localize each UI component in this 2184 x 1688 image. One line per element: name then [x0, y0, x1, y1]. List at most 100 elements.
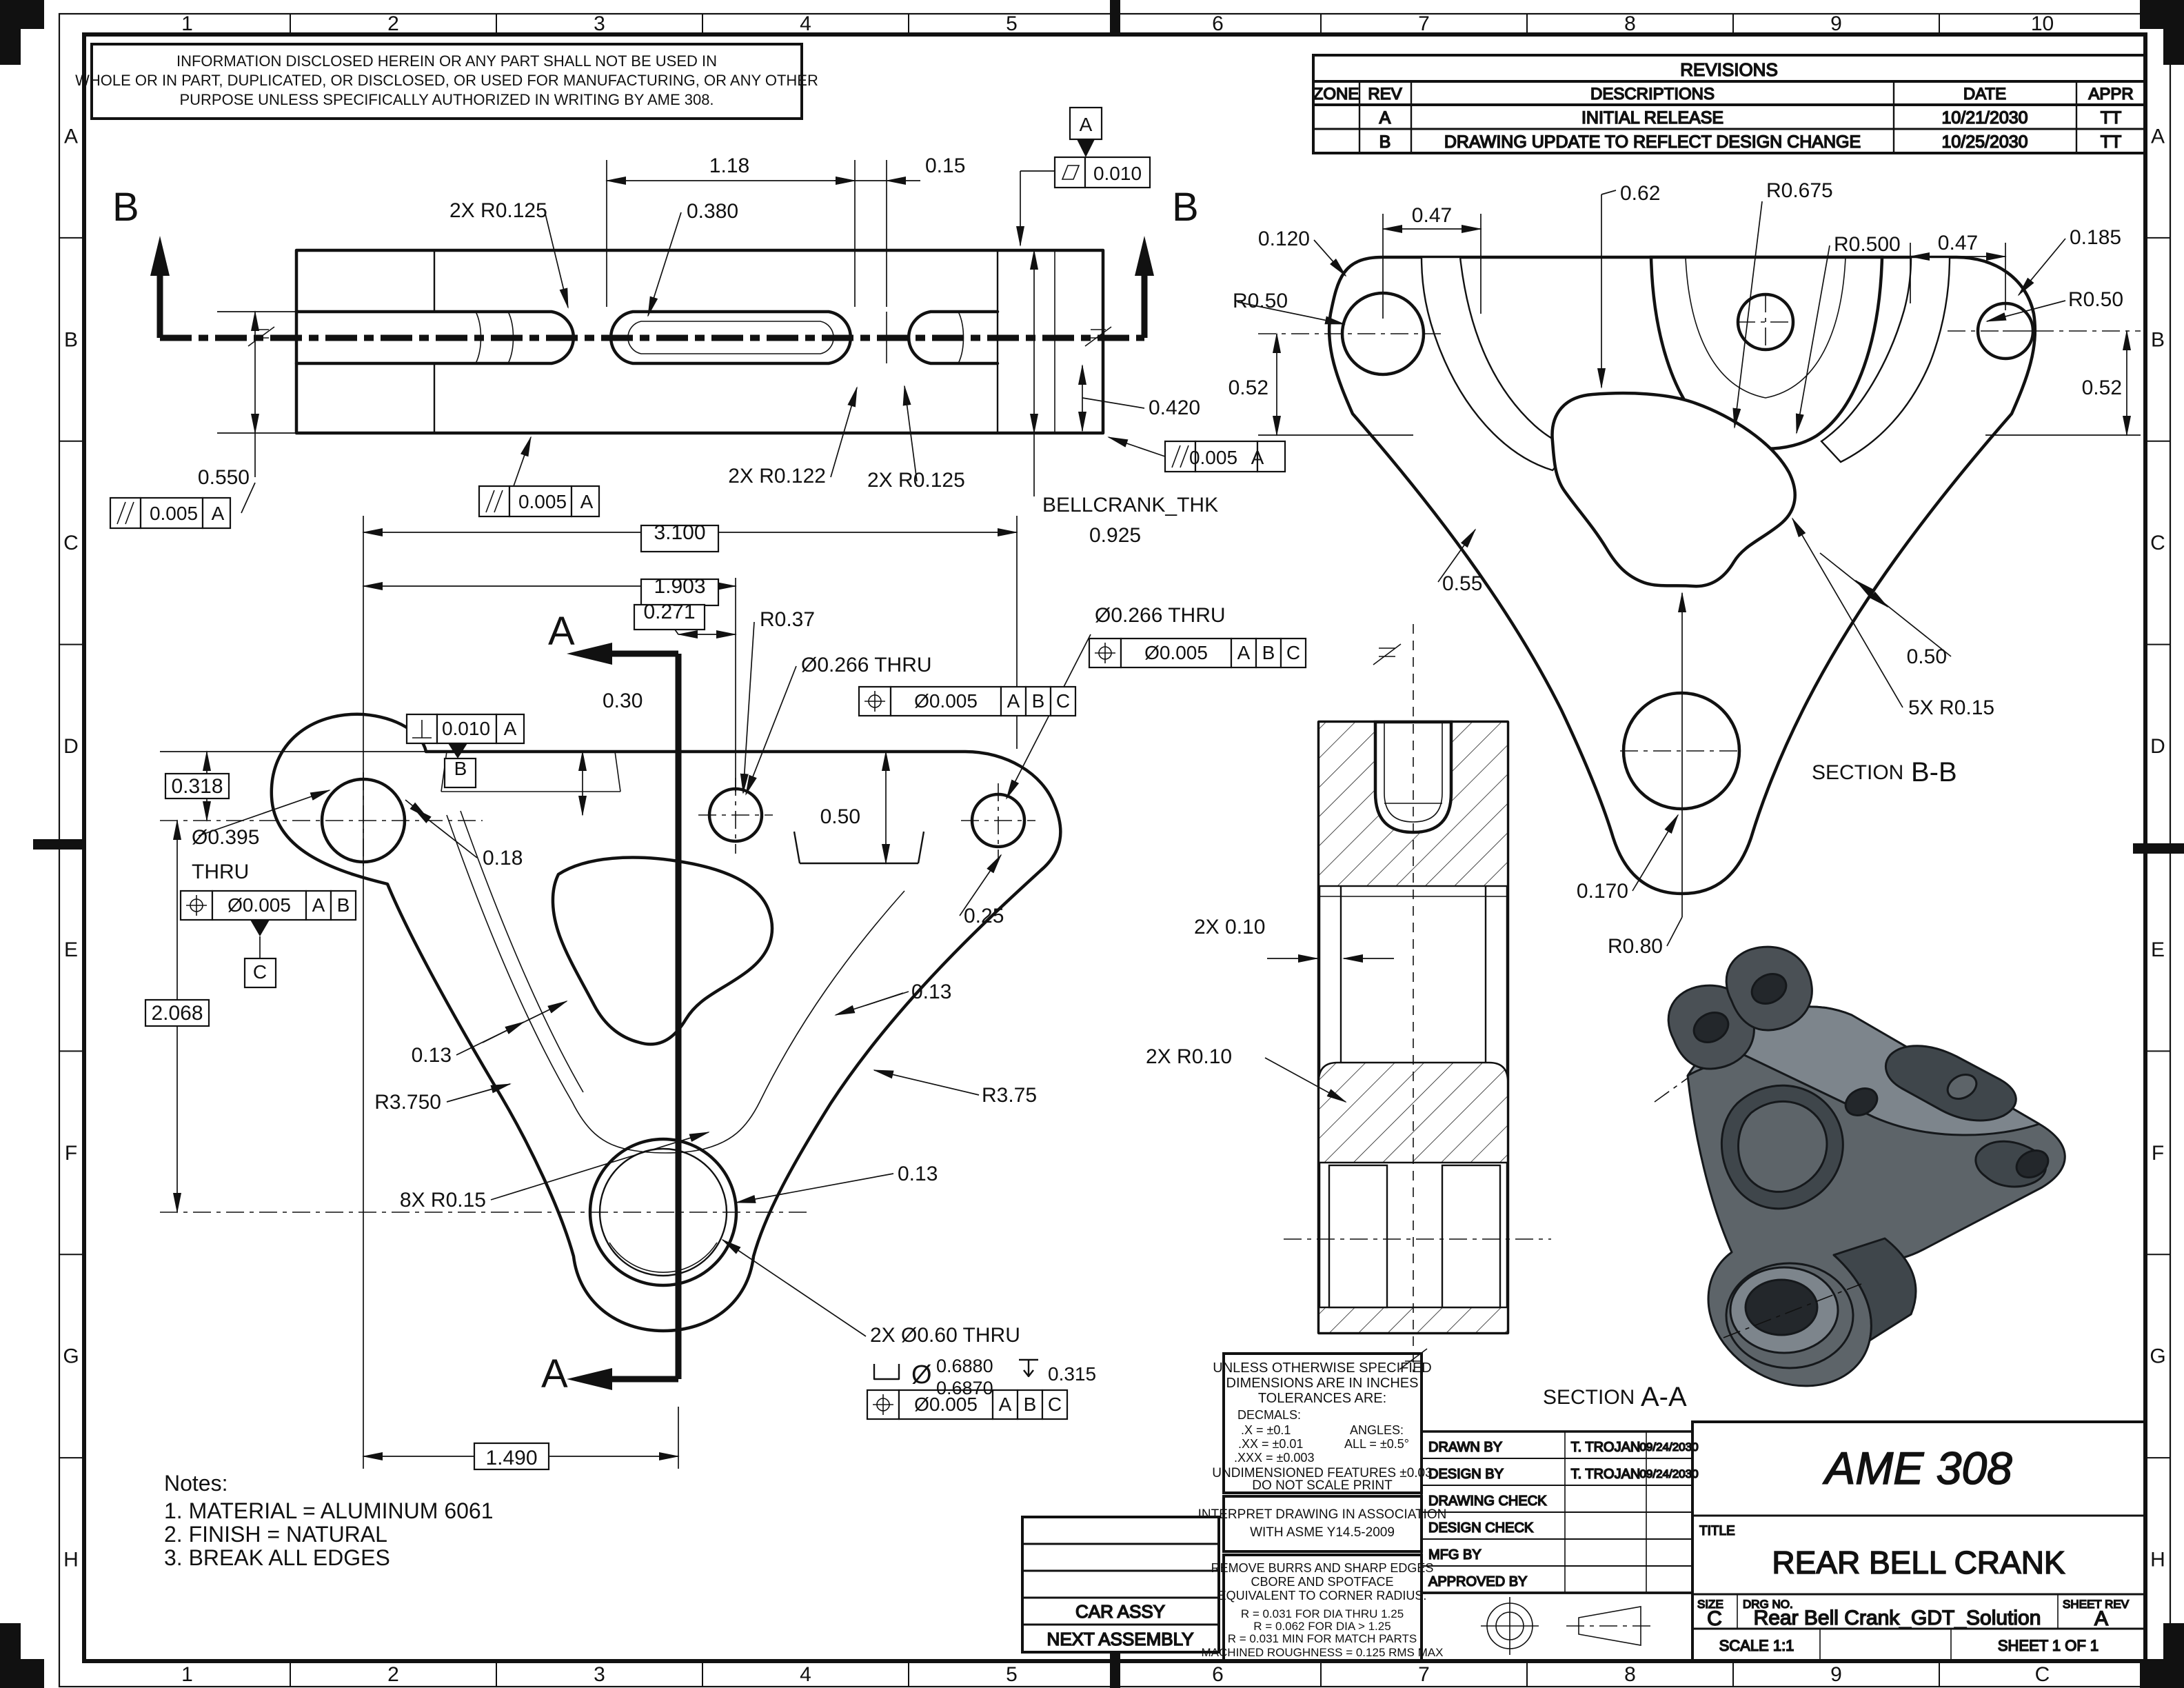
svg-text:A: A — [1379, 108, 1391, 128]
dim-label: 2X R0.125 — [867, 469, 965, 492]
perpendicularity-fcf — [405, 713, 525, 789]
dim-label: 0.315 — [1048, 1363, 1096, 1385]
dim-label: SECTION — [1543, 1386, 1635, 1409]
iso-view — [1654, 945, 2066, 1387]
dim-label: 0.47 — [1412, 204, 1452, 227]
dim-label: A — [504, 718, 517, 739]
dim-label: A — [1251, 447, 1264, 468]
projection-symbol — [1420, 1591, 1694, 1662]
zone-col-label: C — [2035, 1663, 2050, 1686]
dim-label: 8X R0.15 — [400, 1189, 486, 1212]
dim-label: R3.750 — [374, 1091, 441, 1114]
col-header: ZONE — [1313, 85, 1359, 103]
dim-label: 0.005 — [1189, 447, 1237, 468]
zone-row-label: F — [2152, 1142, 2164, 1165]
dim-label: B-B — [1911, 757, 1957, 787]
zone-row-label: G — [63, 1345, 79, 1368]
zone-col-label: 5 — [1006, 1663, 1018, 1686]
zone-row-label: B — [64, 328, 78, 351]
svg-text:R = 0.031 FOR DIA THRU 1.25: R = 0.031 FOR DIA THRU 1.25 — [1241, 1607, 1404, 1620]
dim-label: B — [112, 185, 139, 230]
svg-text:INITIAL RELEASE: INITIAL RELEASE — [1581, 108, 1723, 128]
zone-col-label: 7 — [1418, 1663, 1430, 1686]
approval-date: 09/24/2030 — [1639, 1467, 1698, 1480]
zone-row-label: G — [2150, 1345, 2165, 1368]
zone-col-label: 3 — [594, 12, 605, 35]
approval-label: APPROVED BY — [1428, 1574, 1527, 1589]
zone-row-label: H — [2150, 1549, 2165, 1571]
position-icon — [1095, 643, 1115, 663]
dim-label: Ø0.005 — [914, 1394, 978, 1415]
svg-text:ANGLES:: ANGLES: — [1350, 1423, 1404, 1437]
position-icon — [186, 895, 207, 916]
zone-col-label: 10 — [2031, 12, 2054, 35]
dim-label: R3.75 — [982, 1084, 1037, 1107]
dim-label: 0.62 — [1620, 182, 1660, 205]
svg-text:NEXT ASSEMBLY: NEXT ASSEMBLY — [1047, 1629, 1194, 1649]
svg-text:A: A — [2094, 1607, 2108, 1630]
svg-text:DECMALS:: DECMALS: — [1237, 1408, 1301, 1422]
dim-label: 2X R0.125 — [449, 199, 547, 222]
zone-row-label: C — [2150, 532, 2165, 554]
svg-text:ALL = ±0.5°: ALL = ±0.5° — [1344, 1437, 1409, 1451]
svg-text:CBORE AND SPOTFACE: CBORE AND SPOTFACE — [1251, 1575, 1393, 1589]
dim-label: 0.925 — [1089, 524, 1141, 547]
top-view — [109, 106, 1286, 530]
svg-text:C: C — [1707, 1607, 1722, 1630]
dim-label: A — [541, 1352, 568, 1396]
perpendicularity-icon — [412, 720, 432, 738]
svg-text:SHEET 1 OF 1: SHEET 1 OF 1 — [1998, 1637, 2099, 1654]
section-bb-dimensions — [1237, 190, 2141, 947]
dim-label: C — [1286, 642, 1300, 663]
dim-label: 0.18 — [483, 847, 523, 870]
flatness-icon — [1061, 165, 1080, 180]
zone-row-label: D — [2150, 735, 2165, 758]
dim-label: B — [1262, 642, 1275, 663]
svg-text:2. FINISH = NATURAL: 2. FINISH = NATURAL — [164, 1522, 387, 1547]
dim-label: 1.18 — [709, 154, 749, 177]
dim-label: C — [1048, 1394, 1062, 1415]
tolerance-block: UNLESS OTHERWISE SPECIFIED DIMENSIONS AR… — [1212, 1352, 1433, 1494]
centerline-mark — [1373, 624, 1414, 721]
zone-row-label: F — [65, 1142, 77, 1165]
dim-label: Ø0.005 — [228, 894, 291, 916]
svg-text:10/25/2030: 10/25/2030 — [1941, 132, 2028, 152]
approval-name: T. TROJAN — [1571, 1440, 1641, 1455]
dim-label: 1.903 — [654, 575, 705, 598]
dim-label: 0.010 — [1093, 163, 1142, 184]
burr-block: REMOVE BURRS AND SHARP EDGES CBORE AND S… — [1202, 1554, 1443, 1662]
dim-label: BELLCRANK_THK — [1042, 494, 1218, 516]
datum-triangle-icon — [250, 920, 270, 936]
dim-label: 3.100 — [654, 521, 705, 544]
dim-label: B — [337, 894, 350, 916]
svg-text:INTERPRET DRAWING IN ASSOCIATI: INTERPRET DRAWING IN ASSOCIATION — [1198, 1507, 1447, 1522]
section-aa-dimensions — [1264, 954, 1394, 1103]
dim-label: 0.010 — [442, 718, 490, 739]
dim-label: THRU — [192, 861, 249, 883]
svg-text:.X = ±0.1: .X = ±0.1 — [1241, 1423, 1291, 1437]
col-header: APPR — [2088, 85, 2133, 103]
dim-label: 0.13 — [898, 1163, 938, 1185]
approval-name: T. TROJAN — [1571, 1467, 1641, 1482]
svg-text:TT: TT — [2101, 132, 2122, 152]
dim-label: B — [454, 758, 467, 779]
revisions-table: REVISIONS ZONE REV DESCRIPTIONS DATE APP… — [1312, 54, 2147, 154]
zone-row-label: E — [2151, 938, 2165, 961]
svg-text:TOLERANCES ARE:: TOLERANCES ARE: — [1258, 1391, 1386, 1406]
disclaimer-box: INFORMATION DISCLOSED HEREIN OR ANY PART… — [75, 43, 818, 120]
dim-label: Ø — [911, 1360, 932, 1389]
zone-col-label: 7 — [1418, 12, 1430, 35]
drawing-number: Rear Bell Crank_GDT_Solution — [1754, 1607, 2041, 1629]
svg-text:R = 0.031 MIN FOR MATCH PARTS: R = 0.031 MIN FOR MATCH PARTS — [1228, 1632, 1417, 1645]
dim-label: 0.318 — [171, 775, 223, 798]
approval-date: 09/24/2030 — [1639, 1440, 1698, 1454]
col-header: REV — [1368, 85, 1402, 103]
svg-text:B: B — [1379, 132, 1391, 152]
dim-label: R0.675 — [1766, 179, 1833, 202]
dim-label: 0.550 — [198, 466, 250, 489]
parallelism-icon — [485, 490, 503, 513]
dim-label: 2X Ø0.60 THRU — [870, 1324, 1020, 1347]
